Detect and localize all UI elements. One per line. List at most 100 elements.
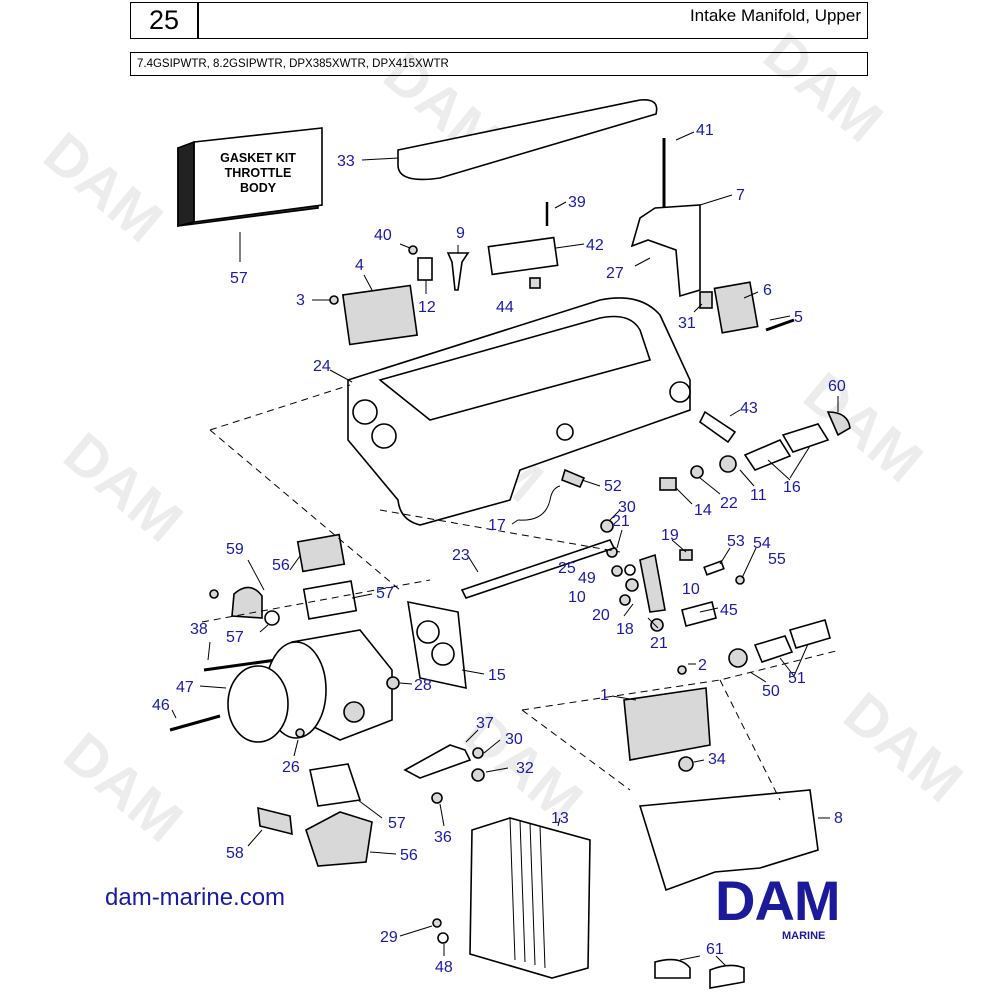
nut (600, 519, 614, 533)
fitting (690, 465, 704, 479)
stud (169, 714, 221, 732)
nut (529, 277, 541, 289)
callout: 24 (313, 358, 331, 375)
callout: 50 (762, 683, 780, 700)
callout: 56 (272, 557, 290, 574)
callout: 44 (496, 299, 514, 316)
callout: 3 (296, 292, 305, 309)
lever (403, 744, 472, 779)
callout: 51 (788, 670, 806, 687)
callout: 57 (226, 629, 244, 646)
fitting (703, 560, 725, 576)
callout: 19 (661, 527, 679, 544)
clamp (719, 455, 737, 473)
watermark: DAM (52, 720, 195, 855)
callout: 25 (558, 560, 576, 577)
callout: 21 (612, 513, 630, 530)
callout: 22 (720, 495, 738, 512)
callout: 55 (768, 551, 786, 568)
nut (650, 618, 664, 632)
page-number: 25 (130, 2, 198, 39)
callout: 54 (753, 535, 771, 552)
callout: 57 (230, 270, 248, 287)
callout: 8 (834, 810, 843, 827)
hose (781, 423, 830, 453)
callout: 57 (376, 585, 394, 602)
sensor (257, 806, 293, 836)
callout: 14 (694, 502, 712, 519)
hose (753, 635, 794, 663)
callout: 12 (418, 299, 436, 316)
callout: 47 (176, 679, 194, 696)
callout: 43 (740, 400, 758, 417)
sensor (231, 586, 263, 619)
gasket (302, 580, 358, 620)
bolt (619, 594, 631, 606)
stud (699, 291, 713, 309)
elbow (659, 477, 677, 491)
brand-logo: DAM (715, 869, 841, 932)
clamp (728, 648, 748, 668)
link-rod (460, 539, 616, 599)
callout: 26 (282, 759, 300, 776)
fitting (679, 549, 693, 561)
page-title: Intake Manifold, Upper (198, 2, 868, 39)
nut (386, 676, 400, 690)
callout: 39 (568, 194, 586, 211)
leader-lines (171, 131, 839, 967)
callout: 32 (516, 760, 534, 777)
plenum-gasket (397, 98, 658, 181)
callout: 10 (568, 589, 586, 606)
callout: 1 (600, 687, 609, 704)
idle-air-housing (305, 811, 373, 867)
callout: 13 (551, 810, 569, 827)
watermark: DAM (32, 120, 175, 255)
clip (417, 257, 433, 281)
washer (437, 932, 449, 944)
callout: 31 (678, 315, 696, 332)
screw (408, 245, 418, 255)
fuel-cooler (469, 817, 591, 979)
bushing (625, 578, 639, 592)
control-module (487, 236, 559, 276)
o-ring (264, 610, 280, 626)
ecm (623, 687, 711, 761)
ignition-module (341, 284, 419, 346)
gasket-box-line3: BODY (240, 181, 277, 195)
nut (678, 756, 694, 772)
hose (654, 958, 691, 979)
bolt (471, 768, 485, 782)
callout: 41 (696, 122, 714, 139)
callout: 49 (578, 570, 596, 587)
callout: 9 (456, 225, 465, 242)
cable-fitting (681, 601, 717, 627)
callout: 7 (736, 187, 745, 204)
hose (743, 438, 792, 471)
callout: 36 (434, 829, 452, 846)
model-list: 7.4GSIPWTR, 8.2GSIPWTR, DPX385XWTR, DPX4… (130, 52, 868, 76)
callout: 16 (783, 479, 801, 496)
nut (432, 918, 442, 928)
pin (446, 252, 470, 291)
callout: 33 (337, 153, 355, 170)
callout: 29 (380, 929, 398, 946)
clamp (826, 411, 851, 437)
callout: 6 (763, 282, 772, 299)
washer (624, 564, 636, 576)
callout: 10 (682, 581, 700, 598)
gasket-box-line2: THROTTLE (225, 166, 292, 180)
throttle-lever (639, 553, 666, 613)
hose (709, 964, 745, 989)
callout: 20 (592, 607, 610, 624)
bolt (765, 318, 795, 332)
fitting (561, 468, 586, 489)
callout: 4 (355, 257, 364, 274)
ecm-bracket (638, 789, 819, 892)
callout: 30 (618, 499, 636, 516)
callout: 17 (488, 517, 506, 534)
callout: 23 (452, 547, 470, 564)
screw (209, 589, 219, 599)
website-link[interactable]: dam-marine.com (105, 884, 286, 911)
bolt (203, 658, 277, 672)
